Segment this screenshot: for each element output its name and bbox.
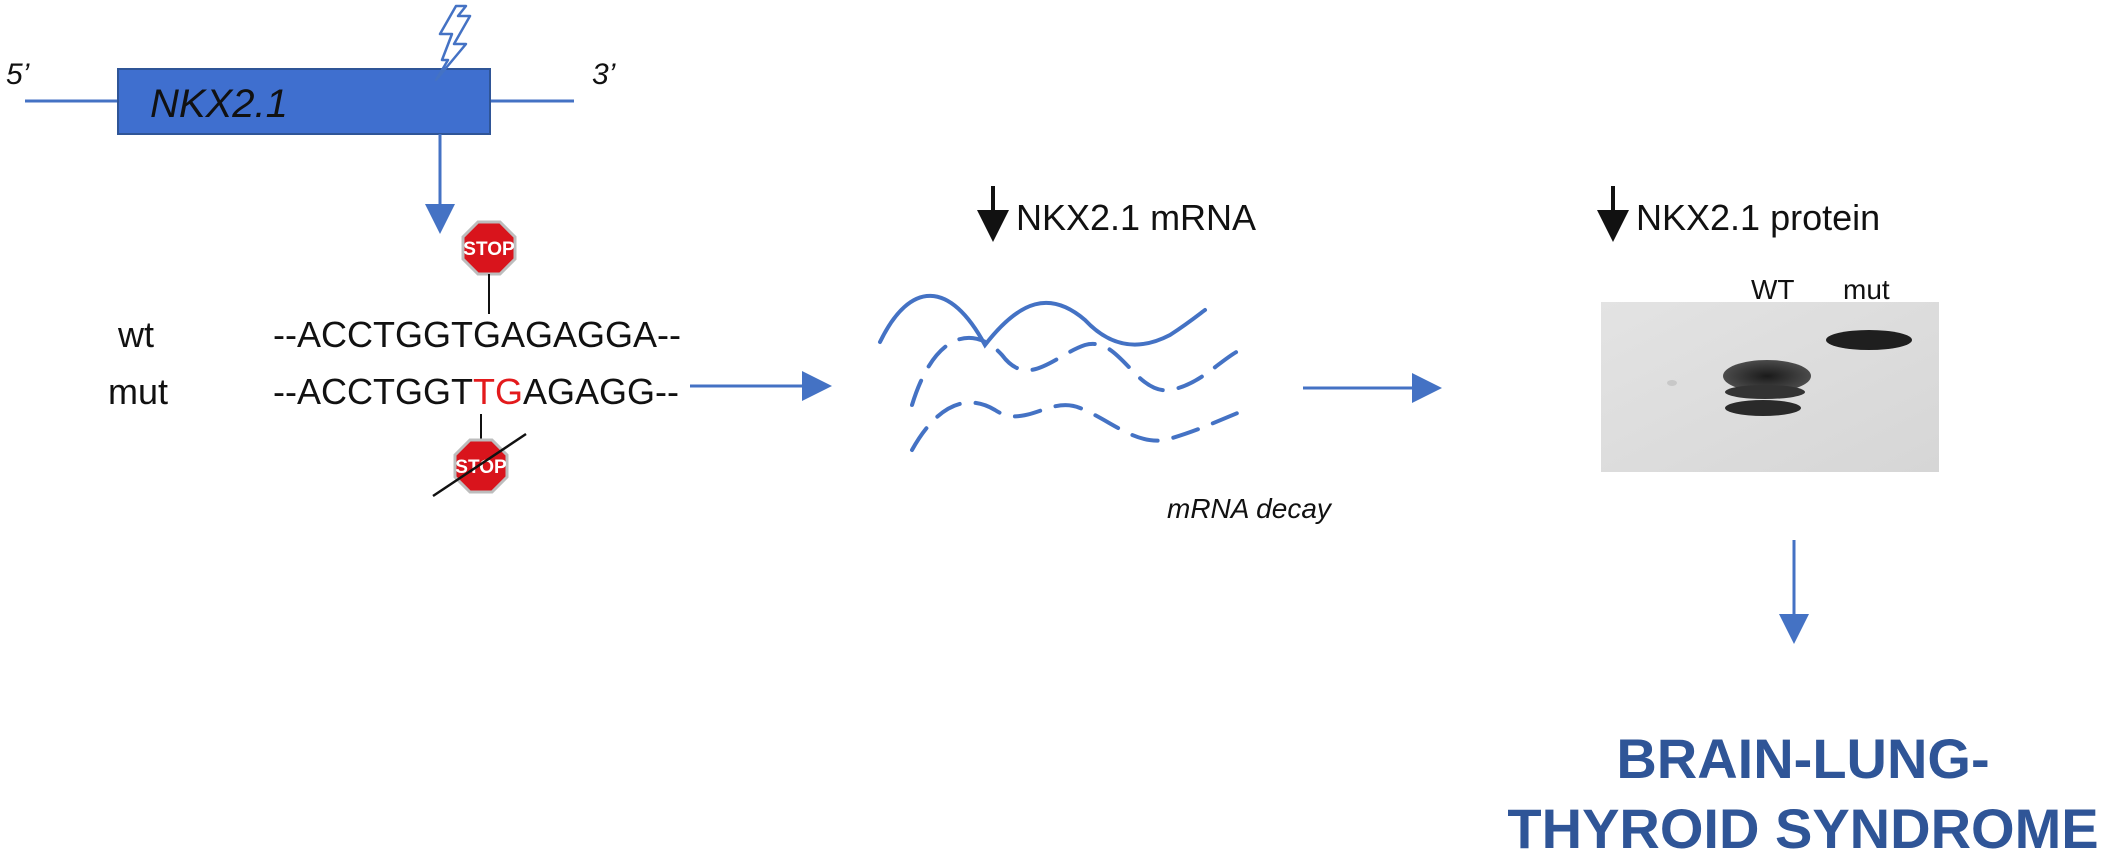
mrna-label: NKX2.1 mRNA xyxy=(1016,197,1256,238)
mut-seq-prefix: --ACCTGGT xyxy=(273,371,473,412)
band-wt-upper xyxy=(1723,360,1811,392)
gene-name: NKX2.1 xyxy=(150,82,288,126)
gene-box xyxy=(117,68,491,135)
band-mut xyxy=(1826,330,1912,350)
lane-mut-label: mut xyxy=(1843,274,1890,305)
stop-cross-line xyxy=(432,432,527,498)
outcome-line-2: THYROID SYNDROME xyxy=(1507,797,2098,860)
wt-label: wt xyxy=(117,314,154,355)
western-blot xyxy=(1601,302,1939,472)
blot-speck xyxy=(1667,380,1677,386)
stop-sign-wt-text: STOP xyxy=(463,239,515,260)
lightning-bolt-icon xyxy=(434,4,472,82)
protein-block: NKX2.1 protein WT mut xyxy=(1597,186,1939,644)
mut-seq-highlight: TG xyxy=(473,371,523,412)
five-prime-label: 5’ xyxy=(6,58,31,91)
wt-sequence: --ACCTGGTGAGAGGA-- xyxy=(273,314,681,355)
mrna-decay-wave-2 xyxy=(910,400,1242,452)
three-prime-label: 3’ xyxy=(592,58,617,91)
protein-label: NKX2.1 protein xyxy=(1636,197,1880,238)
mrna-decay-label: mRNA decay xyxy=(1167,493,1333,524)
mrna-block: NKX2.1 mRNA mRNA decay xyxy=(878,186,1442,524)
band-wt-lower xyxy=(1725,400,1801,416)
band-wt-mid xyxy=(1725,385,1805,399)
mut-label: mut xyxy=(108,371,168,412)
stop-sign-wt: STOP xyxy=(461,220,517,276)
mut-sequence: --ACCTGGTTGAGAGG-- xyxy=(273,371,679,412)
mrna-intact-wave xyxy=(878,293,1207,349)
mrna-decay-wave-1 xyxy=(910,335,1242,407)
lane-wt-label: WT xyxy=(1751,274,1795,305)
outcome-line-1: BRAIN-LUNG- xyxy=(1616,727,1989,790)
outcome-block: BRAIN-LUNG- THYROID SYNDROME xyxy=(1507,727,2098,860)
mut-seq-suffix: AGAGG-- xyxy=(523,371,679,412)
stop-sign-mut: STOP xyxy=(432,432,527,498)
sequence-block: STOP wt mut --ACCTGGTGAGAGGA-- --ACCTGGT… xyxy=(108,220,832,498)
gene-locus: NKX2.1 5’ 3’ xyxy=(6,4,617,234)
